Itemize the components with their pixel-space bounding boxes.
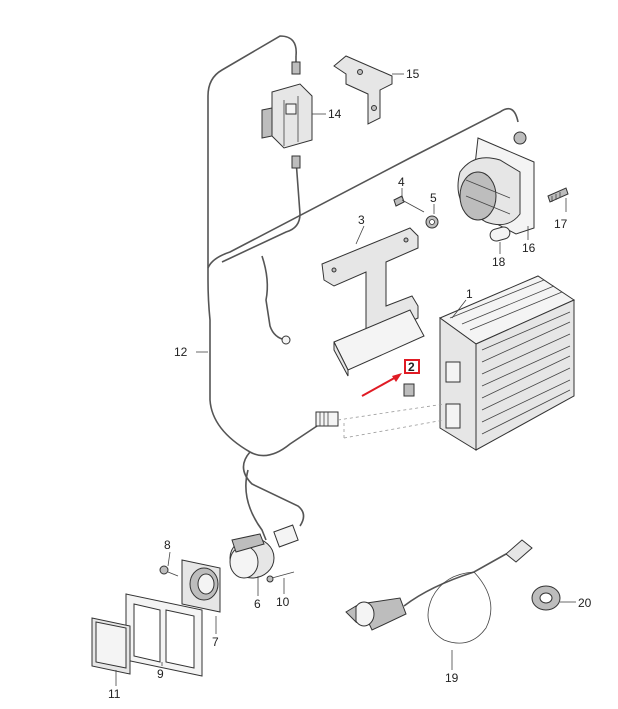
grommet [489,226,511,242]
callout-20: 20 [578,596,592,610]
bolt [393,195,425,213]
callout-19: 19 [445,671,459,685]
socket-housing [229,533,275,579]
callout-17: 17 [554,217,568,231]
ground-eyelet [281,335,291,345]
callout-16: 16 [522,241,536,255]
callout-2: 2 [408,360,415,374]
fuse-plug-bottom [291,155,301,169]
highlight-arrowhead [392,373,402,382]
callout-9: 9 [157,667,164,681]
callout-11: 11 [108,687,121,701]
power-socket [181,559,221,613]
blanking-cover [91,617,131,675]
wiring-harness [207,35,519,541]
holder-plate [321,227,425,377]
callout-labels: 1 2 3 4 5 6 7 8 9 10 11 12 14 15 16 17 1… [108,67,592,701]
socket-screw [159,565,179,577]
connecting-cable [345,539,533,644]
callout-18: 18 [492,255,506,269]
callout-5: 5 [430,191,437,205]
callout-15: 15 [406,67,420,81]
callout-10: 10 [276,595,290,609]
circuit-breaker [261,83,313,149]
callout-3: 3 [358,213,365,227]
nut [425,215,439,229]
self-tapping-screw [547,187,569,203]
tapping-screw [266,571,295,583]
callout-4: 4 [398,175,405,189]
callout-8: 8 [164,538,171,552]
leader-lines [115,73,576,686]
callout-6: 6 [254,597,261,611]
double-frame [125,593,203,677]
callout-12: 12 [174,345,188,359]
mounting-bracket [333,55,393,125]
assembly-guide [337,403,445,439]
fuse-plug-top [291,61,301,75]
battery-charger [438,275,576,451]
adhesive-tape [531,585,561,611]
blower-unit [457,131,535,235]
callout-7: 7 [212,635,219,649]
harness-connector [315,411,339,427]
callout-14: 14 [328,107,342,121]
harness-plug-mid [273,524,299,548]
highlight-box [404,359,420,374]
fuse [403,383,415,397]
highlight-arrow [361,375,399,397]
callout-1: 1 [466,287,473,301]
